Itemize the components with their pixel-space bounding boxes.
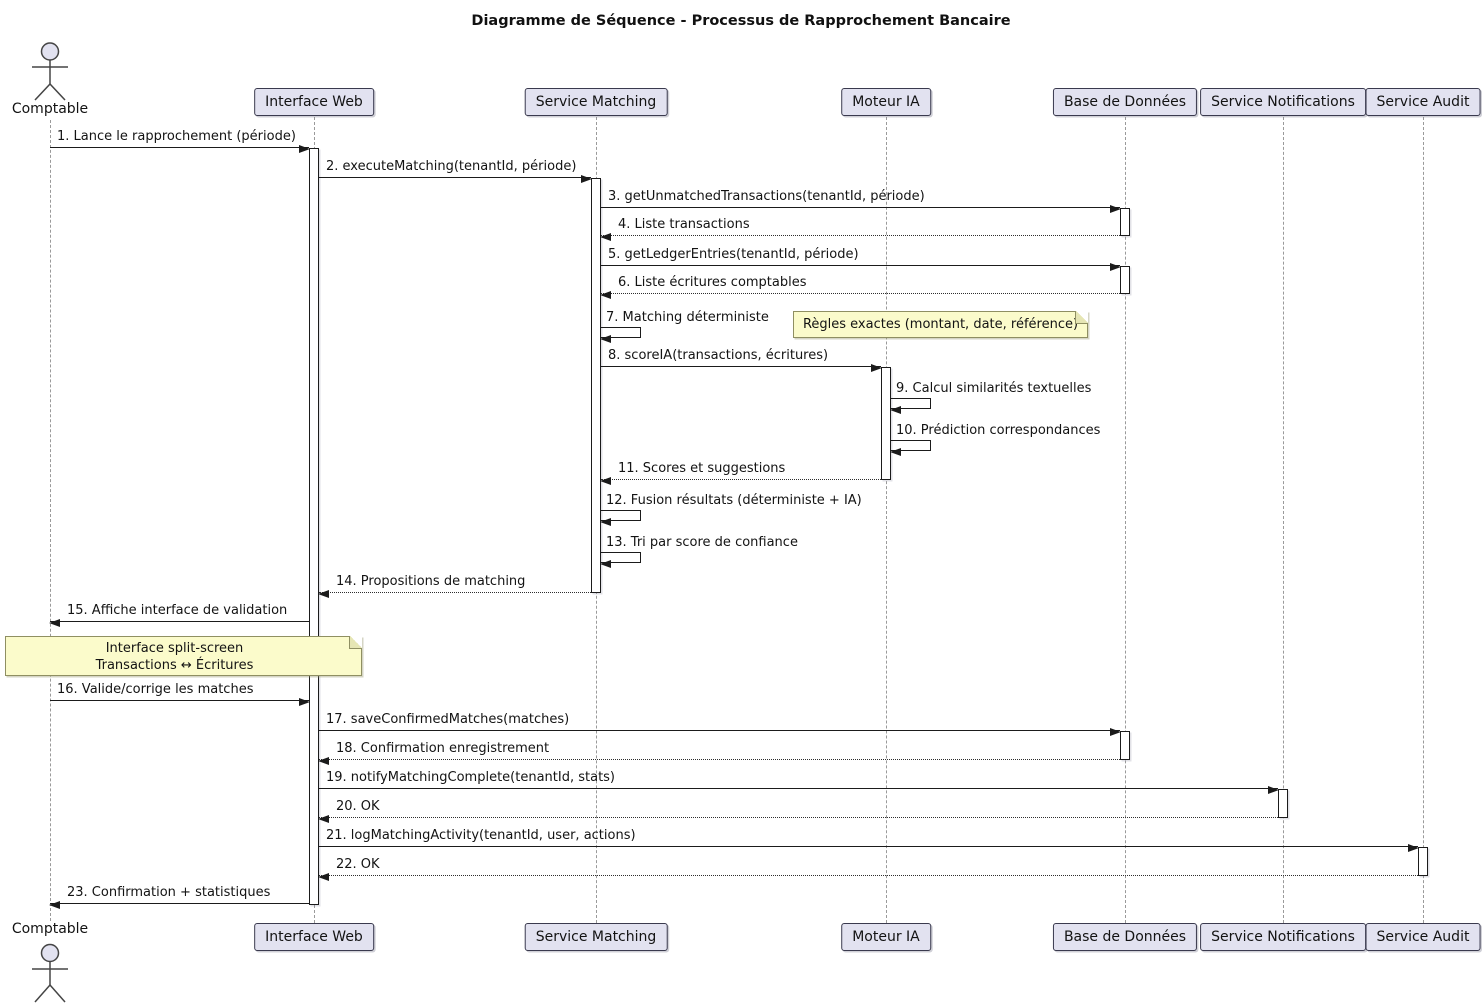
arrowhead-icon xyxy=(1110,204,1121,213)
message-12: 12. Fusion résultats (déterministe + IA) xyxy=(600,493,862,526)
lifeline-comptable xyxy=(50,120,51,921)
participant-moteur-ia-top: Moteur IA xyxy=(841,88,931,116)
lifeline-service-notifications xyxy=(1283,117,1284,923)
arrowhead-icon xyxy=(299,697,310,706)
participant-interface-web-top: Interface Web xyxy=(254,88,374,116)
participant-service-matching-top: Service Matching xyxy=(524,88,668,116)
message-19: 19. notifyMatchingComplete(tenantId, sta… xyxy=(319,770,1279,794)
activation-db-1 xyxy=(1120,208,1130,236)
arrowhead-icon xyxy=(600,518,611,526)
actor-icon xyxy=(32,943,68,1003)
arrowhead-icon xyxy=(600,335,611,343)
message-1: 1. Lance le rapprochement (période) xyxy=(50,129,310,153)
note-fold-icon xyxy=(1075,311,1088,324)
participant-service-notifications-bottom: Service Notifications xyxy=(1200,923,1366,951)
arrowhead-icon xyxy=(600,476,611,485)
arrowhead-icon xyxy=(49,900,60,909)
message-2: 2. executeMatching(tenantId, période) xyxy=(319,159,592,183)
message-22: 22. OK xyxy=(318,857,1418,881)
message-6: 6. Liste écritures comptables xyxy=(600,275,1120,299)
message-9: 9. Calcul similarités textuelles xyxy=(890,381,1091,414)
arrowhead-icon xyxy=(49,618,60,627)
message-14: 14. Propositions de matching xyxy=(318,574,591,598)
message-7: 7. Matching déterministe xyxy=(600,310,769,343)
activation-interface-web xyxy=(309,148,319,905)
activation-service-matching xyxy=(591,178,601,593)
message-5: 5. getLedgerEntries(tenantId, période) xyxy=(601,247,1121,271)
arrowhead-icon xyxy=(600,232,611,241)
arrowhead-icon xyxy=(581,174,592,183)
arrowhead-icon xyxy=(600,290,611,299)
message-3: 3. getUnmatchedTransactions(tenantId, pé… xyxy=(601,189,1121,213)
arrowhead-icon xyxy=(890,448,901,456)
arrowhead-icon xyxy=(600,560,611,568)
message-17: 17. saveConfirmedMatches(matches) xyxy=(319,712,1121,736)
message-11: 11. Scores et suggestions xyxy=(600,461,881,485)
arrowhead-icon xyxy=(318,814,329,823)
lifeline-moteur-ia xyxy=(886,117,887,923)
note-interface-split-screen: Interface split-screen Transactions ↔ Éc… xyxy=(5,636,362,676)
note-fold-icon xyxy=(349,636,362,649)
activation-audit xyxy=(1418,847,1428,876)
participant-base-de-donnees-bottom: Base de Données xyxy=(1052,923,1198,951)
message-18: 18. Confirmation enregistrement xyxy=(318,741,1120,765)
message-10: 10. Prédiction correspondances xyxy=(890,423,1100,456)
lifeline-service-audit xyxy=(1423,117,1424,923)
message-13: 13. Tri par score de confiance xyxy=(600,535,798,568)
actor-label-top: Comptable xyxy=(11,101,89,117)
message-20: 20. OK xyxy=(318,799,1278,823)
note-text-line1: Interface split-screen xyxy=(105,641,244,656)
activation-db-3 xyxy=(1120,731,1130,760)
arrowhead-icon xyxy=(1110,262,1121,271)
arrowhead-icon xyxy=(871,363,882,372)
arrowhead-icon xyxy=(299,144,310,153)
message-21: 21. logMatchingActivity(tenantId, user, … xyxy=(319,828,1419,852)
participant-interface-web-bottom: Interface Web xyxy=(254,923,374,951)
arrowhead-icon xyxy=(1110,727,1121,736)
message-23: 23. Confirmation + statistiques xyxy=(49,885,309,909)
diagram-title: Diagramme de Séquence - Processus de Rap… xyxy=(471,13,1011,29)
activation-moteur-ia xyxy=(881,367,891,480)
actor-icon xyxy=(32,42,68,101)
participant-service-matching-bottom: Service Matching xyxy=(524,923,668,951)
message-4: 4. Liste transactions xyxy=(600,217,1120,241)
arrowhead-icon xyxy=(1268,785,1279,794)
actor-label-bottom: Comptable xyxy=(11,921,89,937)
participant-base-de-donnees-top: Base de Données xyxy=(1052,88,1198,116)
participant-service-audit-top: Service Audit xyxy=(1365,88,1481,116)
participant-service-notifications-top: Service Notifications xyxy=(1200,88,1366,116)
arrowhead-icon xyxy=(318,589,329,598)
note-text-line2: Transactions ↔ Écritures xyxy=(95,658,254,673)
message-8: 8. scoreIA(transactions, écritures) xyxy=(601,348,882,372)
note-regles-exactes: Règles exactes (montant, date, référence… xyxy=(793,311,1088,338)
participant-moteur-ia-bottom: Moteur IA xyxy=(841,923,931,951)
message-15: 15. Affiche interface de validation xyxy=(49,603,309,627)
arrowhead-icon xyxy=(1408,843,1419,852)
note-text: Règles exactes (montant, date, référence… xyxy=(802,317,1079,332)
lifeline-base-de-donnees xyxy=(1125,117,1126,923)
arrowhead-icon xyxy=(318,756,329,765)
arrowhead-icon xyxy=(318,872,329,881)
participant-service-audit-bottom: Service Audit xyxy=(1365,923,1481,951)
activation-notifications xyxy=(1278,789,1288,818)
activation-db-2 xyxy=(1120,266,1130,294)
message-16: 16. Valide/corrige les matches xyxy=(50,682,310,706)
arrowhead-icon xyxy=(890,406,901,414)
